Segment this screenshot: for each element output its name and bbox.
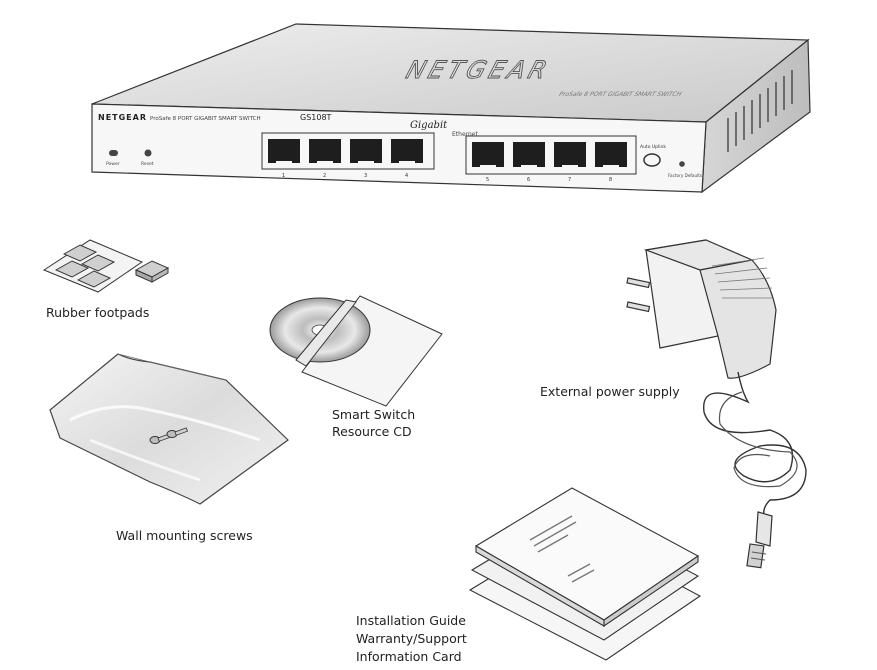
port-number: 3	[364, 173, 367, 179]
front-model-number: GS108T	[300, 113, 332, 122]
cd-sleeve-front	[295, 299, 357, 367]
factory-defaults-button[interactable]	[679, 161, 685, 167]
guide-text-lines	[529, 515, 595, 583]
ethernet-port-3[interactable]	[350, 139, 382, 165]
footpad	[54, 260, 90, 278]
adapter-ribs	[711, 257, 774, 299]
ethernet-port-6[interactable]	[513, 142, 545, 169]
screw-icon	[166, 427, 188, 438]
front-brand: NETGEAR	[98, 113, 147, 122]
plug-prong	[626, 277, 651, 289]
installation-guide-edge	[603, 554, 699, 628]
footpad	[76, 270, 112, 288]
port-number: 8	[609, 177, 612, 183]
factory-defaults-label: Factory Defaults	[668, 173, 702, 178]
plastic-bag	[49, 353, 289, 505]
screws-label: Wall mounting screws	[116, 528, 253, 543]
ethernet-port-7[interactable]	[554, 142, 586, 169]
port-number: 5	[486, 177, 489, 183]
power-cord	[703, 371, 807, 521]
resource-cd-illustration	[269, 295, 443, 407]
cd-label-line2: Resource CD	[332, 424, 412, 439]
port-number: 4	[405, 173, 408, 179]
ethernet-port-5[interactable]	[472, 142, 504, 169]
switch-illustration: NETGEAR ProSafe 8 PORT GIGABIT SMART SWI…	[91, 23, 811, 194]
switch-top-logo: NETGEAR	[403, 56, 555, 84]
ethernet-text: Ethernet	[452, 131, 478, 138]
docs-label-line1: Installation Guide	[356, 613, 466, 628]
port-group-2	[465, 135, 637, 175]
docs-label-line3: Information Card	[356, 649, 462, 664]
reset-button[interactable]	[144, 149, 152, 157]
ethernet-port-2[interactable]	[309, 139, 341, 165]
ethernet-port-4[interactable]	[391, 139, 423, 165]
plug-prong	[626, 301, 651, 313]
screw-bag-illustration	[49, 353, 289, 505]
docs-label-line2: Warranty/Support	[356, 631, 467, 646]
ethernet-port-8[interactable]	[595, 142, 627, 169]
side-vents	[727, 70, 793, 152]
auto-uplink-label: Auto Uplink	[640, 144, 666, 150]
port-number: 1	[282, 173, 285, 179]
port-number: 6	[527, 177, 530, 183]
reset-label: Reset	[141, 161, 154, 167]
auto-uplink-icon	[643, 153, 661, 167]
power-supply-illustration	[626, 239, 807, 569]
documents-illustration	[468, 487, 702, 661]
rubber-footpads-label: Rubber footpads	[46, 305, 150, 320]
footpad	[62, 244, 98, 262]
cd-label-line1: Smart Switch	[332, 407, 416, 422]
power-led	[109, 150, 118, 156]
port-group-1	[261, 132, 435, 170]
dc-plug	[755, 511, 773, 547]
port-number: 2	[323, 173, 326, 179]
footpad	[80, 254, 116, 272]
adapter-body	[699, 259, 777, 379]
dc-plug-tip	[746, 543, 765, 569]
ethernet-port-1[interactable]	[268, 139, 300, 165]
screw-icon	[149, 433, 171, 444]
rubber-footpads-illustration	[42, 239, 170, 293]
power-label: Power	[106, 161, 120, 167]
gigabit-logo: Gigabit	[410, 120, 448, 131]
front-model-line: ProSafe 8 PORT GIGABIT SMART SWITCH	[150, 116, 261, 122]
footpad-loose-side	[151, 267, 169, 283]
switch-top-model-text: ProSafe 8 PORT GIGABIT SMART SWITCH	[558, 91, 682, 98]
power-supply-label: External power supply	[540, 384, 680, 399]
port-number: 7	[568, 177, 571, 183]
